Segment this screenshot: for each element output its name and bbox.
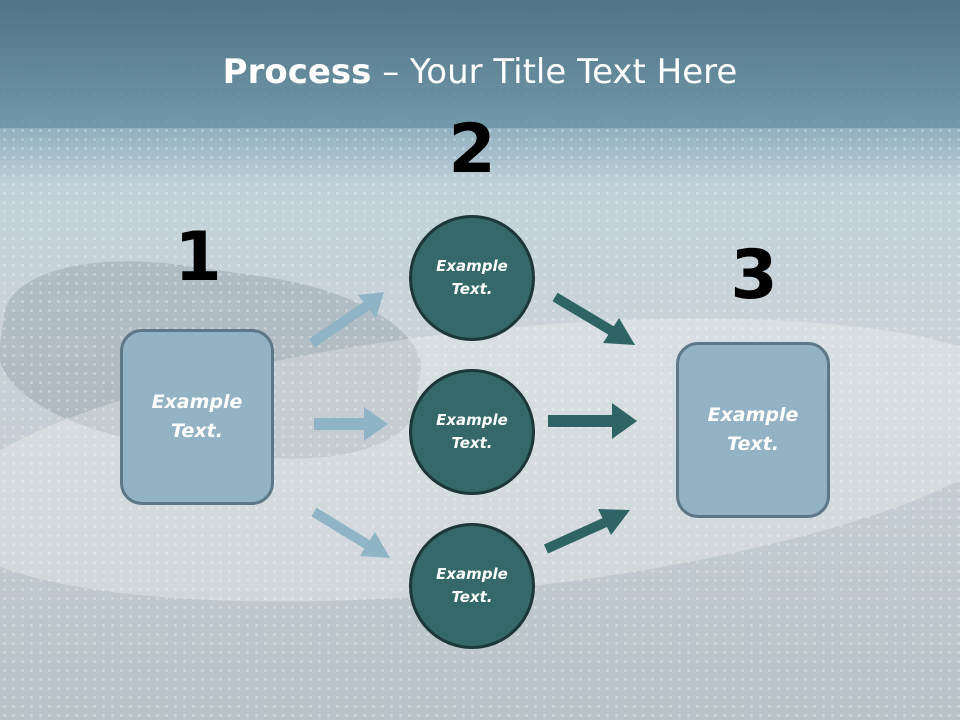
title-rest: Your Title Text Here bbox=[410, 52, 738, 92]
circle-bottom-line1: Example bbox=[436, 565, 508, 583]
title-separator: – bbox=[371, 52, 411, 92]
left-box-text: Example Text. bbox=[152, 388, 243, 446]
title-bold: Process bbox=[222, 52, 372, 92]
circle-top-line1: Example bbox=[436, 257, 508, 275]
circle-top-line2: Text. bbox=[451, 280, 493, 298]
right-box-text: Example Text. bbox=[708, 401, 799, 459]
arrow-left-to-middle bbox=[314, 407, 388, 441]
right-box-line1: Example bbox=[707, 404, 799, 426]
step-number-2: 2 bbox=[448, 110, 496, 189]
arrow-bottom-to-right bbox=[543, 509, 630, 554]
arrow-middle-to-right bbox=[548, 403, 637, 439]
circle-middle-line1: Example bbox=[436, 411, 508, 429]
right-step-box: Example Text. bbox=[676, 342, 830, 518]
step-number-1: 1 bbox=[174, 218, 222, 297]
arrow-left-to-bottom bbox=[311, 507, 390, 558]
title-band bbox=[0, 0, 960, 128]
circle-bottom: Example Text. bbox=[409, 523, 535, 649]
circle-bottom-line2: Text. bbox=[451, 588, 493, 606]
circle-top: Example Text. bbox=[409, 215, 535, 341]
arrow-left-to-top bbox=[309, 292, 384, 348]
arrow-top-to-right bbox=[552, 292, 635, 345]
left-box-line2: Text. bbox=[171, 420, 223, 442]
left-step-box: Example Text. bbox=[120, 329, 274, 505]
right-box-line2: Text. bbox=[727, 433, 779, 455]
step-number-3: 3 bbox=[730, 236, 778, 315]
circle-middle-line2: Text. bbox=[451, 434, 493, 452]
slide-title: Process – Your Title Text Here bbox=[0, 52, 960, 92]
circle-middle: Example Text. bbox=[409, 369, 535, 495]
left-box-line1: Example bbox=[151, 391, 243, 413]
